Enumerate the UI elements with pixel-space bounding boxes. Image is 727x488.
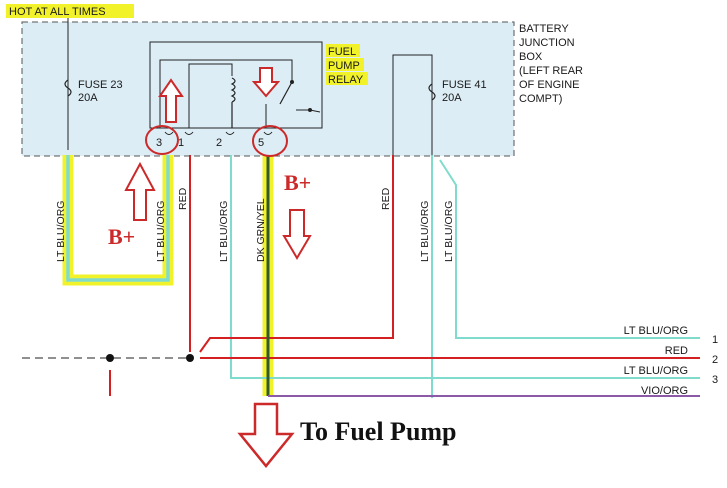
wire-label: RED [380,187,392,210]
wire-lt-blu-org-right [439,159,700,339]
fuse-41-feed-line [392,54,433,158]
junction-box-line: BOX [519,51,543,63]
relay-label-line: PUMP [328,60,360,72]
relay-inner-loop [159,59,293,128]
right-wire-number: 3 [712,374,718,386]
up-arrow-icon [124,161,156,221]
fuse-23-symbol [64,79,72,97]
wire-red-fuse41 [199,155,394,353]
relay-label-highlight-1 [326,44,360,57]
hot-label: HOT AT ALL TIMES [9,6,106,18]
junction-box-line: BATTERY [519,23,569,35]
relay-switch-arm [279,81,293,105]
relay-box [149,41,323,129]
wire-label: LT BLU/ORG [155,201,167,262]
splice-node [106,354,114,362]
pin-connector [164,131,273,135]
wire-label: LT BLU/ORG [419,201,431,262]
wire-lt-blu-org-pin2 [230,155,700,379]
wire-label: LT BLU/ORG [443,201,455,262]
relay-coil-icon [230,77,236,128]
right-wire-label: LT BLU/ORG [624,365,688,377]
down-arrow-icon [251,67,281,98]
fuse-41-rating: 20A [442,92,462,104]
relay-label-highlight-3 [326,72,368,85]
right-wire-number: 2 [712,354,718,366]
relay-node [308,108,312,112]
wire-highlight-left-loop [62,155,174,286]
junction-box-label: BATTERY JUNCTION BOX (LEFT REAR OF ENGIN… [519,23,583,105]
relay-label-highlight-2 [326,58,364,71]
right-wire-label: RED [665,345,688,357]
junction-box-line: (LEFT REAR [519,65,583,77]
down-arrow-icon [282,209,312,260]
bplus-annotation: B+ [108,224,135,249]
fuse-41-symbol [428,83,436,101]
pin-5-label: 5 [258,137,264,149]
fuse-23-name: FUSE 23 [78,79,123,91]
wire-label: RED [177,187,189,210]
wire-label: DK GRN/YEL [255,198,267,262]
junction-box-line: OF ENGINE [519,79,580,91]
wire-label: LT BLU/ORG [55,201,67,262]
wire-lt-blu-org-loop [66,155,170,282]
relay-label-line: RELAY [328,74,364,86]
fuse-23-rating: 20A [78,92,98,104]
pin-3-highlight-circle [145,125,179,155]
pin-2-label: 2 [216,137,222,149]
up-arrow-icon [158,78,184,123]
right-wire-number: 1 [712,334,718,346]
to-fuel-pump-title: To Fuel Pump [300,417,457,446]
wire-label: LT BLU/ORG [218,201,230,262]
junction-box-line: COMPT) [519,93,562,105]
bplus-annotation: B+ [284,170,311,195]
right-wire-label: VIO/ORG [641,385,688,397]
pin-1-label: 1 [178,137,184,149]
splice-node [186,354,194,362]
hot-label-highlight [6,4,134,18]
junction-box-line: JUNCTION [519,37,575,49]
relay-label-line: FUEL [328,46,356,58]
pin-3-label: 3 [156,137,162,149]
relay-coil-frame [188,63,233,128]
fuse-41-name: FUSE 41 [442,79,487,91]
pin-5-highlight-circle [252,125,288,157]
relay-node [290,80,294,84]
right-wire-label: LT BLU/ORG [624,325,688,337]
down-arrow-icon [237,402,295,468]
